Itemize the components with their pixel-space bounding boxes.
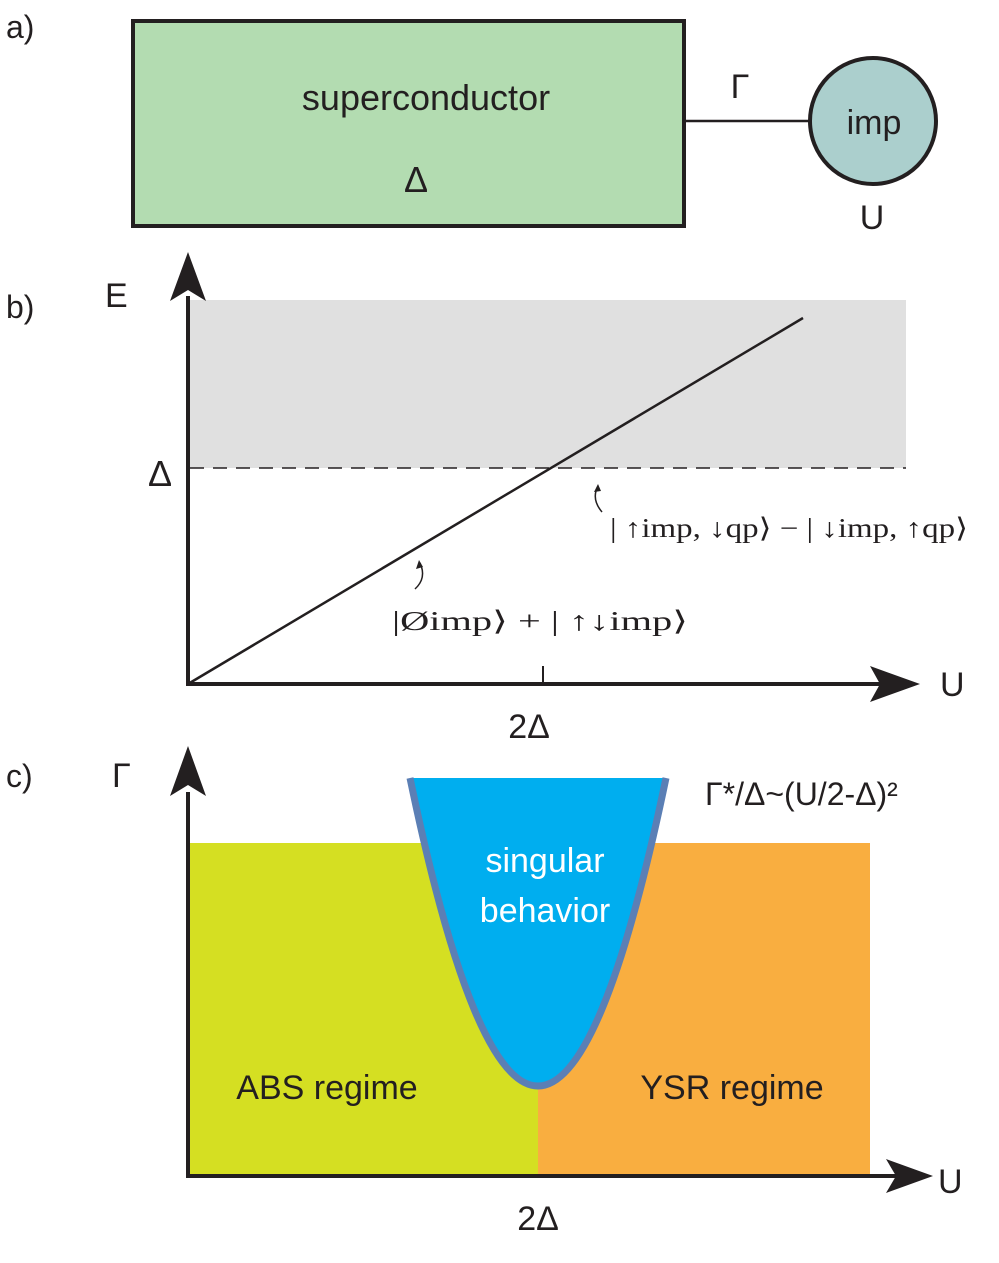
ysr-regime-label: YSR regime xyxy=(640,1069,823,1107)
panel-b-label: b) xyxy=(6,289,34,325)
x-tick-label-c: 2Δ xyxy=(517,1200,559,1238)
coupling-label: Γ xyxy=(731,68,750,106)
upper-state-arrowhead xyxy=(594,484,601,492)
gamma-axis-label: Γ xyxy=(112,757,131,795)
gap-level-label: Δ xyxy=(148,453,172,494)
singular-label-line2: behavior xyxy=(480,892,610,930)
u-axis-b-label: U xyxy=(940,666,965,704)
crossover-formula: Γ*/Δ~(U/2-Δ)² xyxy=(705,776,898,812)
gamma-axis-arrow xyxy=(170,746,206,796)
upper-state-label: | ↑imp, ↓qp⟩ − | ↓imp, ↑qp⟩ xyxy=(610,513,968,543)
interaction-label: U xyxy=(860,199,885,237)
panel-b: b) E Δ U 2Δ | ↑imp, ↓qp⟩ − | ↓imp, ↑qp⟩ … xyxy=(6,252,968,746)
energy-axis-arrow xyxy=(170,252,206,301)
impurity-label: imp xyxy=(847,104,902,142)
superconductor-box xyxy=(131,19,686,228)
lower-state-arrowhead xyxy=(416,560,423,569)
crossover-boundary-curve xyxy=(406,777,670,1090)
singular-label-line1: singular xyxy=(485,842,604,880)
panel-a: a) superconductor Δ Γ imp U xyxy=(6,9,938,237)
superconductor-label: superconductor xyxy=(302,77,550,118)
gap-label: Δ xyxy=(404,159,428,200)
continuum-region xyxy=(190,300,906,468)
impurity-circle xyxy=(808,56,938,186)
energy-axis-label: E xyxy=(105,277,128,315)
crossing-tick-label: 2Δ xyxy=(508,708,550,746)
panel-a-label: a) xyxy=(6,9,34,45)
abs-regime-label: ABS regime xyxy=(236,1069,417,1107)
u-axis-c-label: U xyxy=(938,1163,963,1201)
u-axis-c-arrow xyxy=(886,1159,933,1193)
lower-state-label: |Øimp⟩ + | ↑↓imp⟩ xyxy=(392,606,688,636)
u-axis-b-arrow xyxy=(870,666,920,702)
panel-c-label: c) xyxy=(6,758,33,794)
panel-c: c) Γ U 2Δ Γ*/Δ~(U/2-Δ)² singular behavio… xyxy=(6,746,963,1238)
bound-state-line xyxy=(187,316,804,686)
